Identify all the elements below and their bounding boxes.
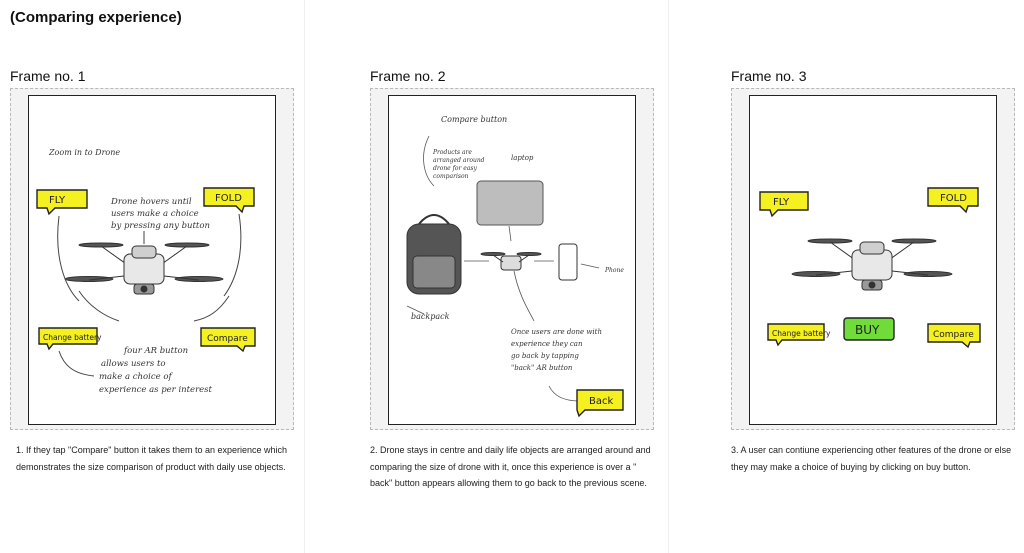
frame-1-container: Zoom in to Drone Drone hovers until user… xyxy=(10,88,294,430)
drone-illustration xyxy=(791,238,953,291)
compare-button-note: Compare button xyxy=(441,115,507,124)
frame-2-label: Frame no. 2 xyxy=(370,68,446,84)
svg-text:go back by tapping: go back by tapping xyxy=(511,352,579,360)
frame-1-caption: 1. If they tap "Compare" button it takes… xyxy=(16,445,288,472)
frame-3-caption: 3. A user can contiune experiencing othe… xyxy=(731,445,1012,472)
svg-text:FOLD: FOLD xyxy=(215,193,242,204)
back-ar-button[interactable]: Back xyxy=(576,389,624,418)
svg-text:Change battery: Change battery xyxy=(43,333,102,342)
frame-1-column: Frame no. 1 Zoom in to Drone Drone hover… xyxy=(10,66,300,472)
svg-text:FLY: FLY xyxy=(773,197,790,208)
svg-text:comparison: comparison xyxy=(433,173,469,180)
flow-arrows xyxy=(57,213,242,322)
frame-2-sketch: Compare button Products are arranged aro… xyxy=(388,95,636,425)
svg-text:drone for easy: drone for easy xyxy=(433,165,477,172)
fly-ar-button[interactable]: FLY xyxy=(759,191,809,218)
svg-text:Products are: Products are xyxy=(432,149,472,156)
flow-arrows xyxy=(406,135,600,402)
frame-3-drawing: FLY FOLD xyxy=(759,187,981,349)
drone-illustration xyxy=(480,252,542,271)
svg-text:by pressing any button: by pressing any button xyxy=(111,221,210,231)
frame-3-column: Frame no. 3 FLY FOLD xyxy=(731,66,1021,472)
fly-ar-button[interactable]: FLY xyxy=(36,189,88,216)
objects-note: Products are arranged around drone for e… xyxy=(432,149,485,180)
column-divider xyxy=(304,0,305,553)
frame-3-container: FLY FOLD xyxy=(731,88,1015,430)
svg-text:FOLD: FOLD xyxy=(940,193,967,204)
compare-ar-button[interactable]: Compare xyxy=(200,327,256,353)
laptop-illustration xyxy=(476,180,544,226)
frame-2-container: Compare button Products are arranged aro… xyxy=(370,88,654,430)
frame-3-sketch: FLY FOLD xyxy=(749,95,997,425)
svg-text:users make a choice: users make a choice xyxy=(111,209,199,219)
svg-text:make a choice of: make a choice of xyxy=(99,372,173,382)
frame-2-column: Frame no. 2 Compare button Products are … xyxy=(370,66,660,488)
buy-ar-button[interactable]: BUY xyxy=(843,317,895,341)
column-divider xyxy=(668,0,669,553)
frame-2-caption: 2. Drone stays in centre and daily life … xyxy=(370,445,651,488)
fold-ar-button[interactable]: FOLD xyxy=(927,187,979,214)
change-battery-ar-button[interactable]: Change battery xyxy=(767,323,831,347)
svg-text:Once users are done with: Once users are done with xyxy=(511,328,602,336)
once-note: Once users are done with experience they… xyxy=(511,328,602,372)
laptop-note: laptop xyxy=(511,154,534,162)
svg-text:Drone hovers until: Drone hovers until xyxy=(110,197,192,207)
frame-2-drawing: Compare button Products are arranged aro… xyxy=(406,115,624,418)
ar-note: four AR button allows users to make a ch… xyxy=(99,346,213,395)
compare-ar-button[interactable]: Compare xyxy=(927,323,981,349)
frame-1-label: Frame no. 1 xyxy=(10,68,86,84)
svg-text:BUY: BUY xyxy=(855,323,880,337)
svg-text:Change battery: Change battery xyxy=(772,329,831,338)
frame-3-label: Frame no. 3 xyxy=(731,68,807,84)
svg-text:Compare: Compare xyxy=(207,334,248,344)
frame-1-sketch: Zoom in to Drone Drone hovers until user… xyxy=(28,95,276,425)
drone-illustration xyxy=(64,242,224,295)
backpack-illustration xyxy=(406,214,462,295)
svg-text:experience they can: experience they can xyxy=(511,340,583,348)
phone-illustration xyxy=(558,243,578,281)
page-title: (Comparing experience) xyxy=(10,9,182,26)
svg-text:experience as per interest: experience as per interest xyxy=(99,385,213,395)
svg-text:four AR button: four AR button xyxy=(123,346,188,356)
svg-text:FLY: FLY xyxy=(49,195,66,206)
svg-text:allows users to: allows users to xyxy=(101,359,166,369)
svg-text:Compare: Compare xyxy=(933,330,974,340)
fold-ar-button[interactable]: FOLD xyxy=(203,187,255,214)
svg-text:arranged around: arranged around xyxy=(433,157,485,164)
zoom-note: Zoom in to Drone xyxy=(48,148,120,157)
svg-text:"back" AR button: "back" AR button xyxy=(511,364,573,372)
backpack-note: backpack xyxy=(411,312,450,321)
svg-text:Back: Back xyxy=(589,396,613,407)
change-battery-ar-button[interactable]: Change battery xyxy=(38,327,102,351)
phone-note: Phone xyxy=(604,267,624,274)
hover-note: Drone hovers until users make a choice b… xyxy=(110,197,210,231)
frame-1-drawing: Zoom in to Drone Drone hovers until user… xyxy=(36,148,256,395)
